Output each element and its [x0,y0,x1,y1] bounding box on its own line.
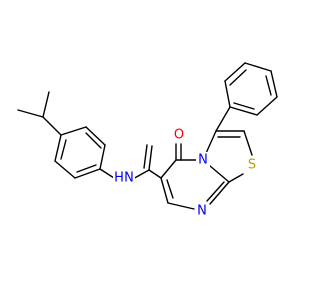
bond [85,126,106,146]
bond [60,126,87,136]
bond [229,69,247,86]
bond [224,80,231,108]
bond [42,91,50,118]
bond [42,116,62,136]
ring-nitrogen-label: N [198,153,208,168]
label-background [245,157,259,173]
bond [265,75,272,96]
amide-nitrogen-atom: N H [113,171,135,187]
bond [99,144,106,170]
label-background [196,152,210,168]
molecule-structure: O N S N N H [17,62,278,219]
bond [224,62,246,82]
bond [143,144,148,169]
bond [160,159,177,179]
bond [74,168,101,179]
ring-nitrogen-atom: N [196,152,210,168]
oxygen-atom: O [172,127,186,143]
bond [244,62,272,72]
sulfur-label: S [248,158,256,173]
bond [160,177,169,204]
bond [85,132,102,149]
atom-labels: O N S N N H [113,127,259,219]
amide-nitrogen-label: N [124,171,134,186]
sulfur-atom: S [245,157,259,173]
bond [17,109,44,118]
bond [229,106,258,116]
bond [167,202,195,210]
bond [54,134,62,162]
bond [76,164,97,173]
label-background [195,203,209,219]
bond [99,168,115,179]
bonds [17,62,278,210]
bond [60,139,67,160]
bond [228,173,244,183]
oxygen-label: O [174,128,184,143]
pyrimidine-nitrogen-atom: N [195,203,209,219]
bond [166,179,174,199]
bond [256,96,278,116]
bond [148,145,153,171]
bond [233,102,255,110]
label-background [113,171,135,187]
bond [243,130,253,156]
bond [215,106,231,132]
label-background [172,127,186,143]
bond [54,160,76,179]
amide-hydrogen-label: H [114,171,124,186]
bond [206,181,225,202]
bond [270,70,278,98]
bond [209,181,230,205]
pyrimidine-nitrogen-label: N [197,204,207,219]
bond [148,169,162,179]
